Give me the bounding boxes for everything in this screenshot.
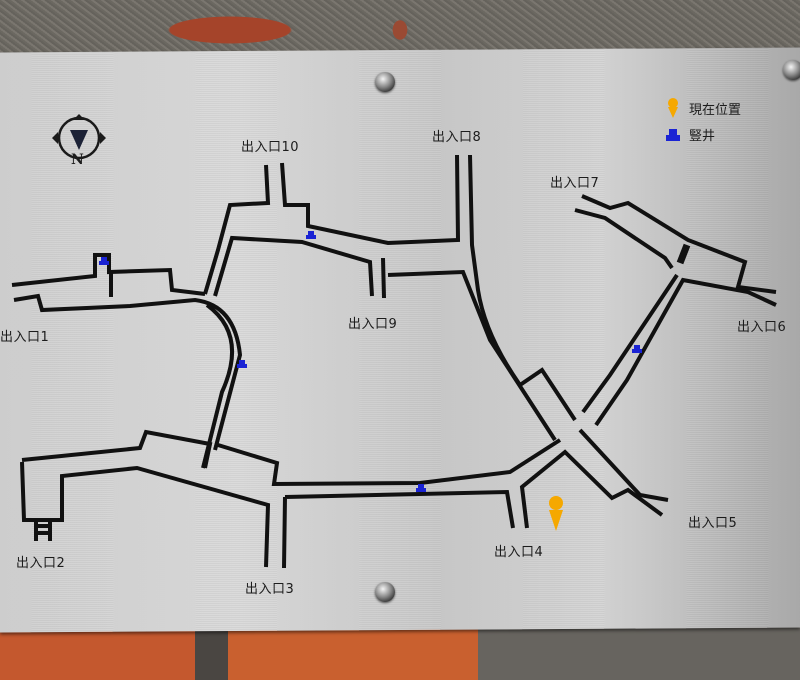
map-legend: 現在位置 豎井: [665, 95, 741, 147]
compass-north-label: N: [71, 152, 85, 168]
exit-1-label: 出入口1: [0, 330, 50, 345]
shaft-markers: [99, 231, 642, 492]
mounting-screw: [375, 582, 395, 602]
brick-wall-bottom: [0, 628, 800, 680]
legend-item-current-location: 現在位置: [665, 95, 741, 121]
exit-6-label: 出入口6: [737, 320, 787, 335]
shaft-icon: [666, 129, 680, 141]
exit-10-label: 出入口10: [241, 140, 300, 155]
exit-7-label: 出入口7: [550, 176, 600, 191]
exit-2-label: 出入口2: [16, 556, 66, 571]
current-location-pin-icon: [549, 496, 563, 531]
exit-4-label: 出入口4: [494, 545, 544, 560]
shaft-icon: [632, 345, 642, 353]
exit-9-label: 出入口9: [348, 317, 398, 332]
exit-5-label: 出入口5: [688, 516, 738, 531]
exit-8-label: 出入口8: [432, 130, 482, 145]
mounting-screw: [783, 60, 800, 80]
current-location-pin-icon: [668, 98, 678, 118]
tunnel-walls: [11, 154, 777, 569]
shaft-icon: [99, 257, 109, 265]
shaft-icon: [306, 231, 316, 239]
north-compass-icon: [52, 114, 106, 160]
mounting-screw: [375, 72, 395, 92]
exit-3-label: 出入口3: [245, 582, 295, 597]
legend-item-shaft: 豎井: [665, 121, 741, 147]
shaft-icon: [237, 360, 247, 368]
shaft-icon: [416, 484, 426, 492]
